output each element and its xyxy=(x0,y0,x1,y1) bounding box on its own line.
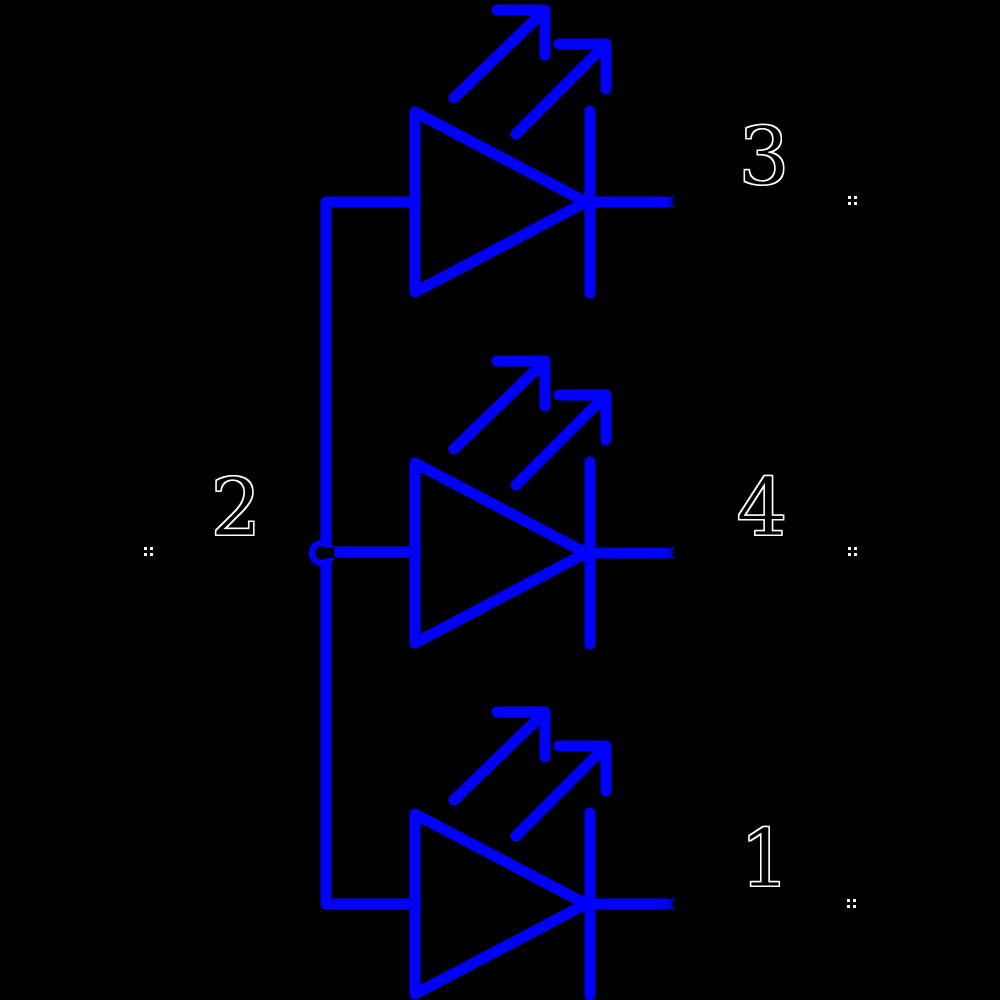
port-marker-dots-icon xyxy=(848,547,851,550)
port-marker-dots-icon xyxy=(144,547,147,550)
junction-hole xyxy=(315,546,329,560)
led-top xyxy=(415,10,674,293)
led-bottom xyxy=(415,712,674,995)
node-label-top: 3 xyxy=(738,110,790,203)
junction-ring-gap xyxy=(327,547,335,558)
port-marker-dots-icon xyxy=(848,196,851,199)
node-label-bottom: 1 xyxy=(739,812,791,905)
wires xyxy=(308,10,674,995)
node-label-common: 2 xyxy=(210,461,262,554)
led-middle xyxy=(415,361,674,644)
port-marker-dots-icon xyxy=(847,899,850,902)
node-label-middle: 4 xyxy=(736,461,788,554)
